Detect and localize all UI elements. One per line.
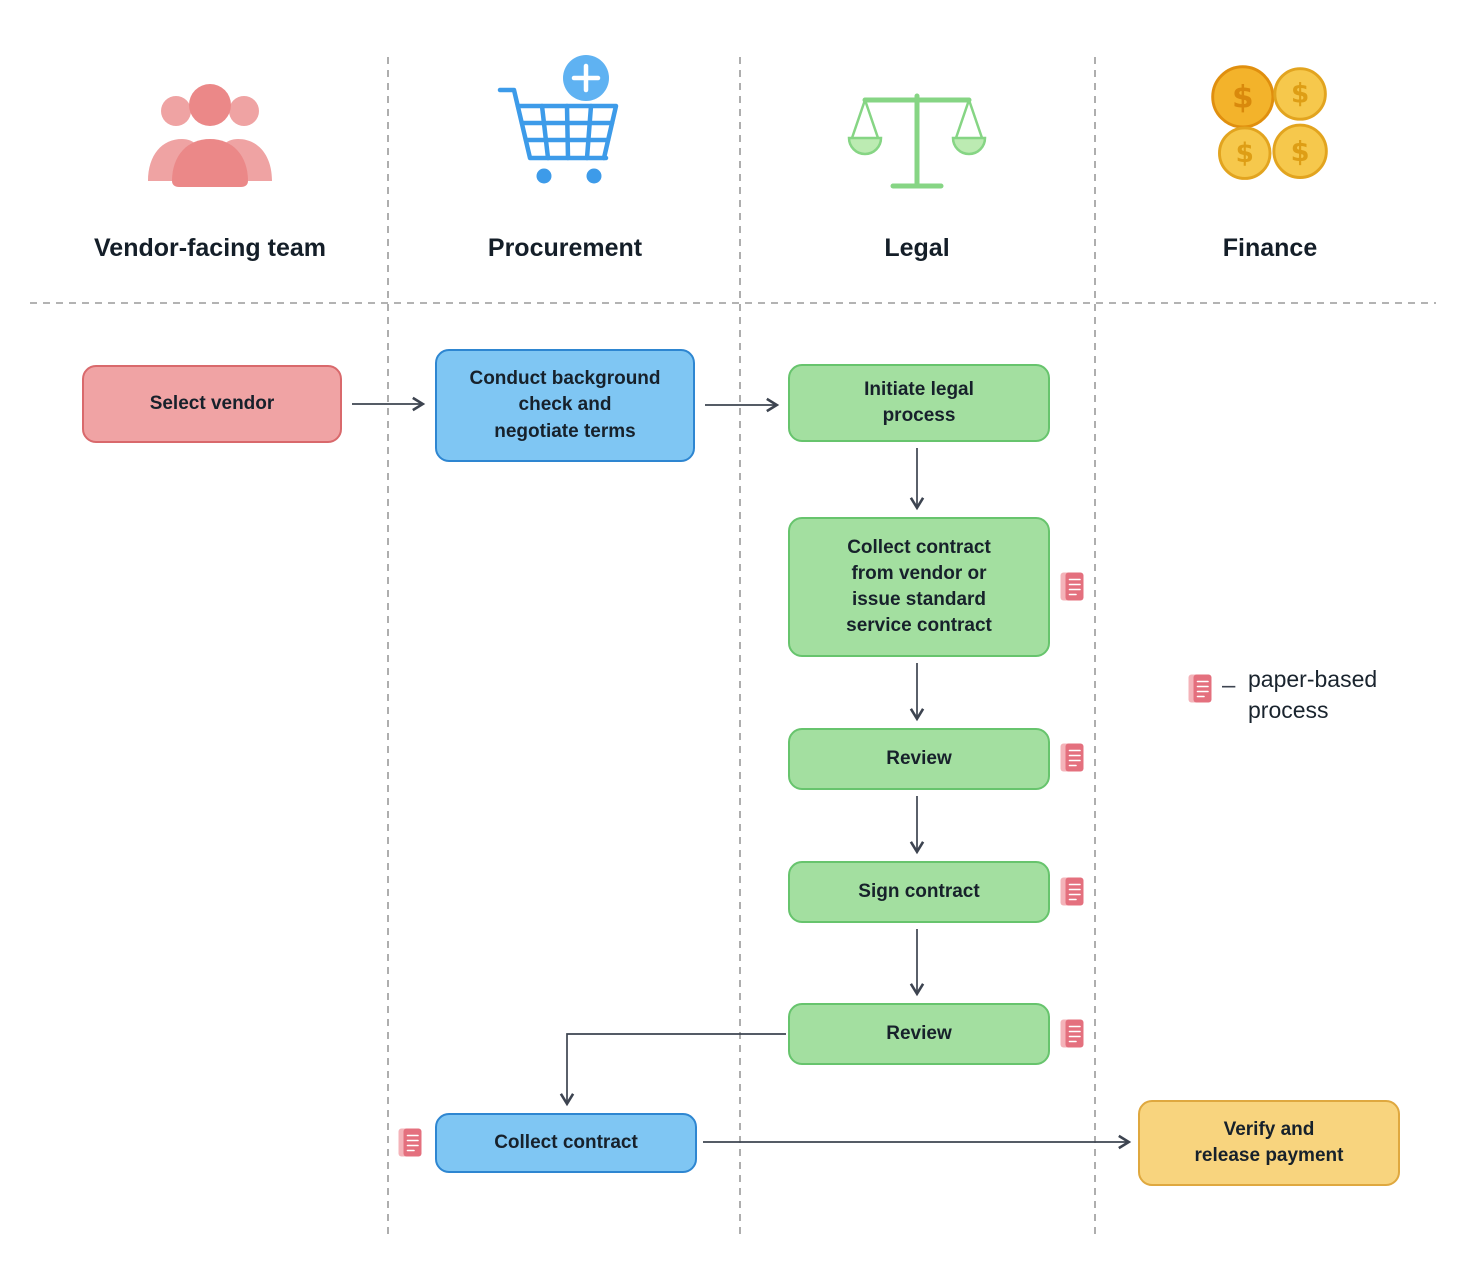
paper-document-icon [1060, 742, 1084, 773]
node-conduct-background-check: Conduct background check and negotiate t… [435, 349, 695, 462]
node-label: Review [886, 747, 952, 769]
node-label: Collect contract [494, 1131, 638, 1153]
node-label: Select vendor [149, 392, 275, 414]
node-review-1: Review [788, 728, 1050, 790]
node-label: Collect contract from vendor or issue st… [846, 536, 992, 637]
node-initiate-legal-process: Initiate legal process [788, 364, 1050, 442]
node-verify-release-payment: Verify and release payment [1138, 1100, 1400, 1186]
lane-header-procurement: Procurement [487, 234, 643, 262]
svg-text:$: $ [1232, 80, 1254, 116]
shopping-cart-icon [490, 52, 640, 207]
paper-document-icon [398, 1127, 422, 1158]
node-review-2: Review [788, 1003, 1050, 1065]
lane-header-finance: Finance [1222, 234, 1318, 262]
node-label: Conduct background check and negotiate t… [469, 368, 661, 442]
paper-document-icon [1060, 1018, 1084, 1049]
team-icon [140, 68, 280, 205]
lane-header-vendor-facing-team: Vendor-facing team [94, 234, 326, 262]
lane-header-legal: Legal [884, 234, 950, 262]
legend-dash: – [1222, 672, 1236, 699]
paper-document-icon [1060, 876, 1084, 907]
legend-paper-document-icon [1188, 673, 1212, 704]
node-sign-contract: Sign contract [788, 861, 1050, 923]
node-select-vendor: Select vendor [82, 365, 342, 443]
node-collect-contract-from-vendor: Collect contract from vendor or issue st… [788, 517, 1050, 657]
legend-label: paper-based process [1248, 666, 1378, 724]
svg-text:$: $ [1291, 80, 1309, 110]
coins-icon: $ $ $ $ [1202, 58, 1338, 199]
node-label: Review [886, 1022, 952, 1044]
svg-text:$: $ [1236, 139, 1254, 169]
paper-document-icon [1060, 571, 1084, 602]
node-label: Sign contract [858, 880, 980, 902]
svg-text:$: $ [1291, 137, 1310, 168]
node-label: Verify and release payment [1194, 1118, 1344, 1166]
node-collect-contract: Collect contract [435, 1113, 697, 1173]
scales-icon [847, 86, 987, 209]
node-label: Initiate legal process [864, 378, 974, 426]
